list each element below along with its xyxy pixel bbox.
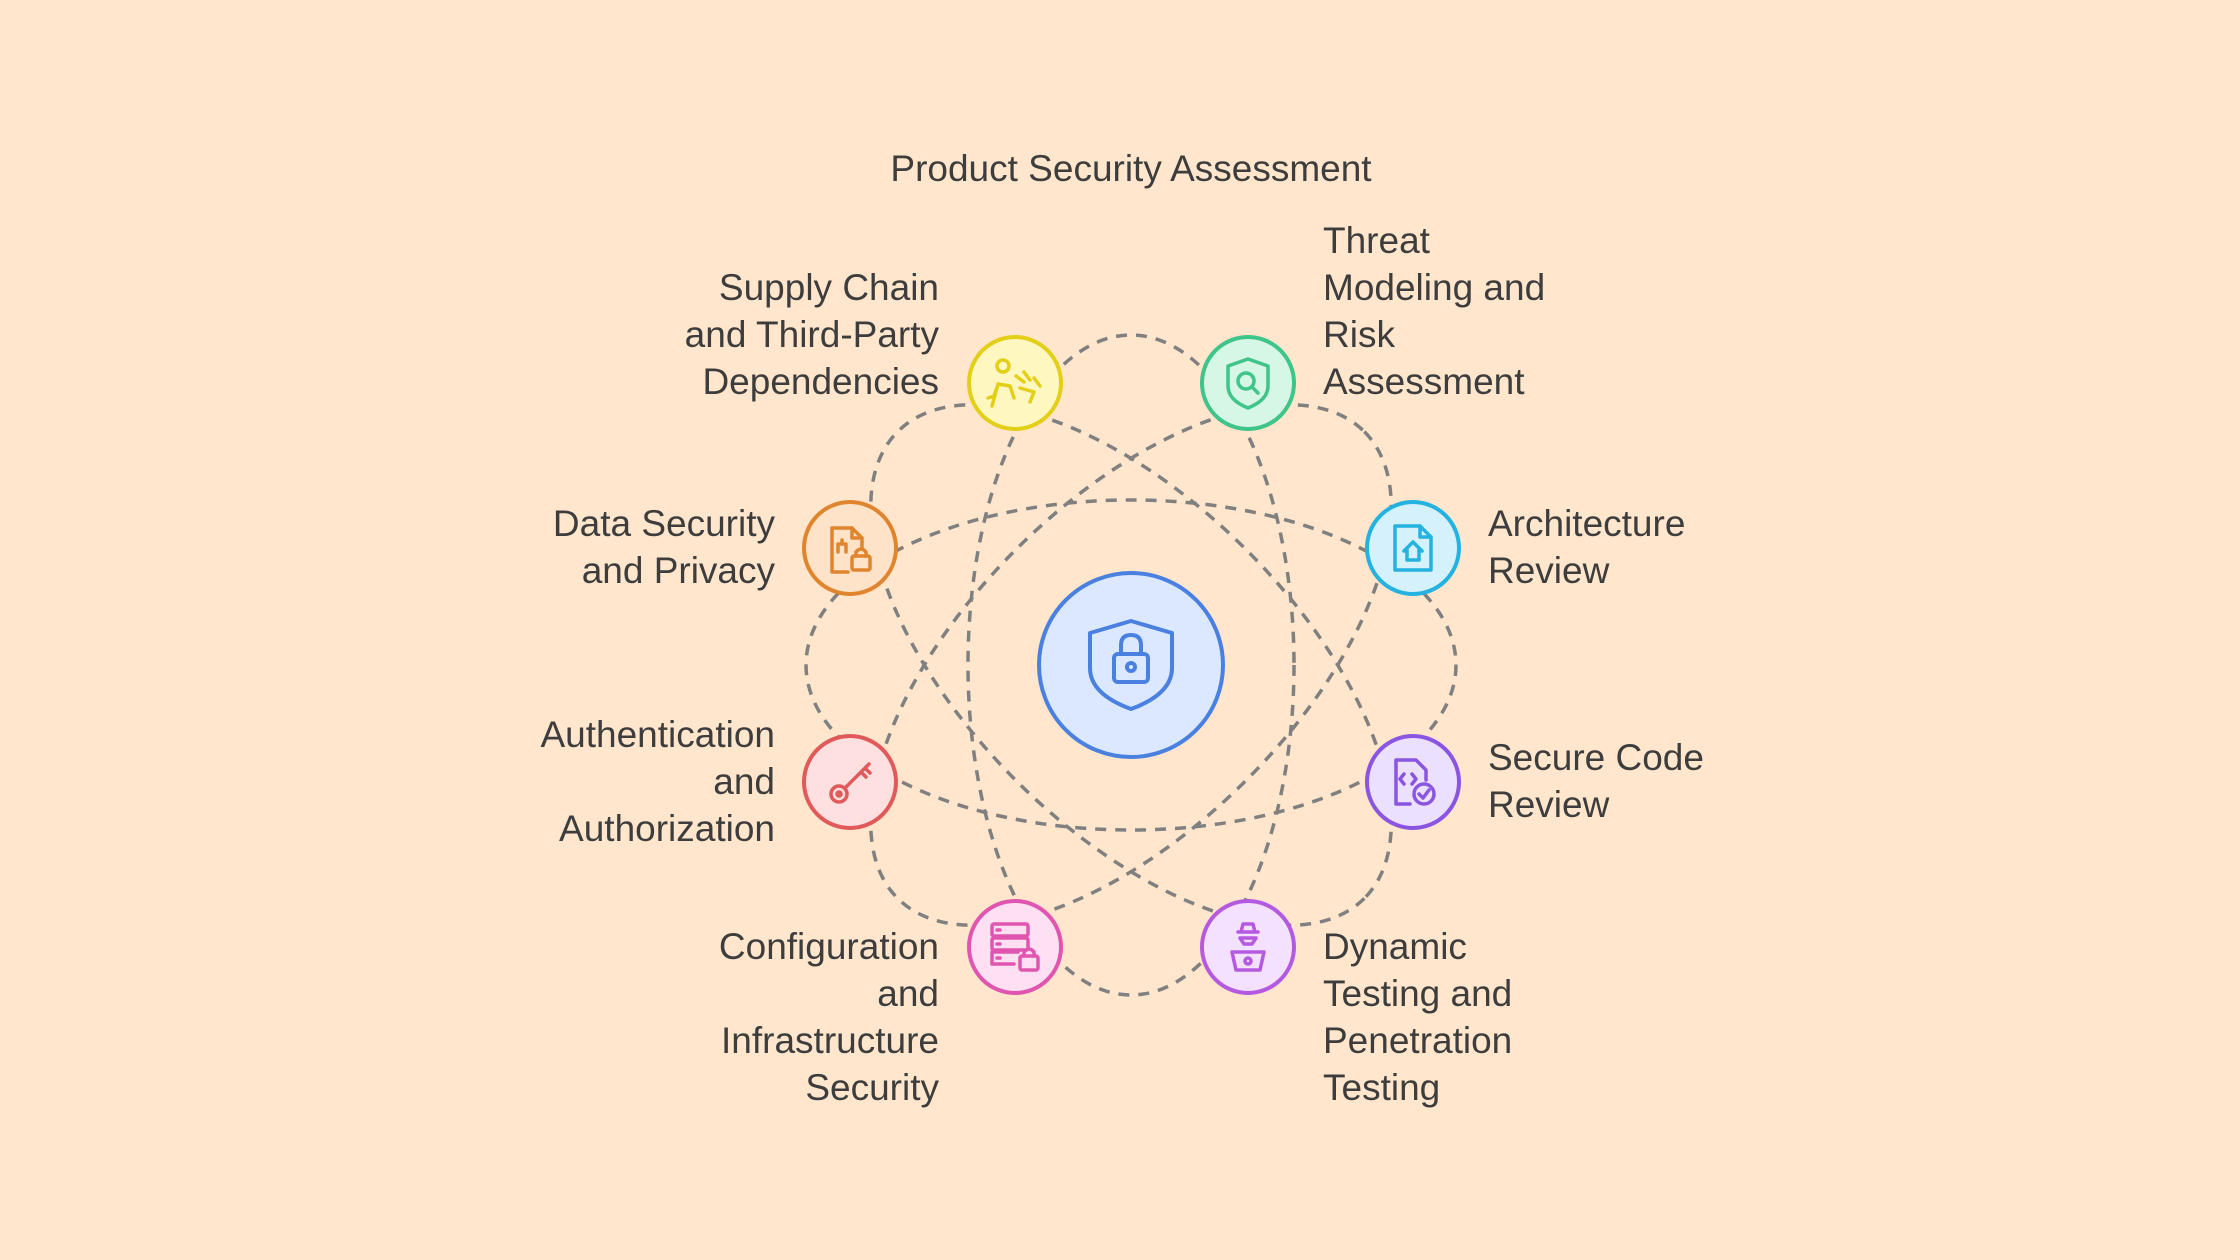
label-architecture-review: Architecture Review [1488,503,1686,591]
node-threat-modeling [1200,335,1296,431]
label-dynamic-testing: Dynamic Testing and Penetration Testing [1323,926,1513,1108]
person-puzzle-icon [986,358,1042,408]
orbit-lines [804,333,1458,997]
document-lock-icon [830,526,872,574]
label-configuration: Configuration and Infrastructure Securit… [718,926,939,1108]
label-threat-modeling: Threat Modeling and Risk Assessment [1323,220,1546,402]
shield-lock-icon [1088,619,1174,711]
orbit-diag-a [868,402,1394,928]
label-secure-code-review: Secure Code Review [1488,737,1704,825]
code-check-icon [1394,758,1436,806]
node-architecture-review [1365,500,1461,596]
key-icon [829,762,872,804]
server-lock-icon [990,922,1040,972]
hacker-laptop-icon [1230,922,1266,972]
orbit-horizontal [804,498,1458,832]
node-supply-chain [967,335,1063,431]
orbit-diag-b [868,402,1394,928]
label-authentication: Authentication and Authorization [540,714,775,849]
node-configuration [967,899,1063,995]
label-data-security: Data Security and Privacy [552,503,775,591]
label-supply-chain: Supply Chain and Third-Party Dependencie… [684,267,939,402]
document-home-icon [1393,524,1433,572]
diagram-title: Product Security Assessment [890,148,1372,189]
node-secure-code-review [1365,734,1461,830]
node-authentication [802,734,898,830]
node-data-security [802,500,898,596]
node-dynamic-testing [1200,899,1296,995]
shield-search-icon [1226,357,1270,410]
orbit-vertical [966,333,1296,997]
center-hub [1037,571,1225,759]
